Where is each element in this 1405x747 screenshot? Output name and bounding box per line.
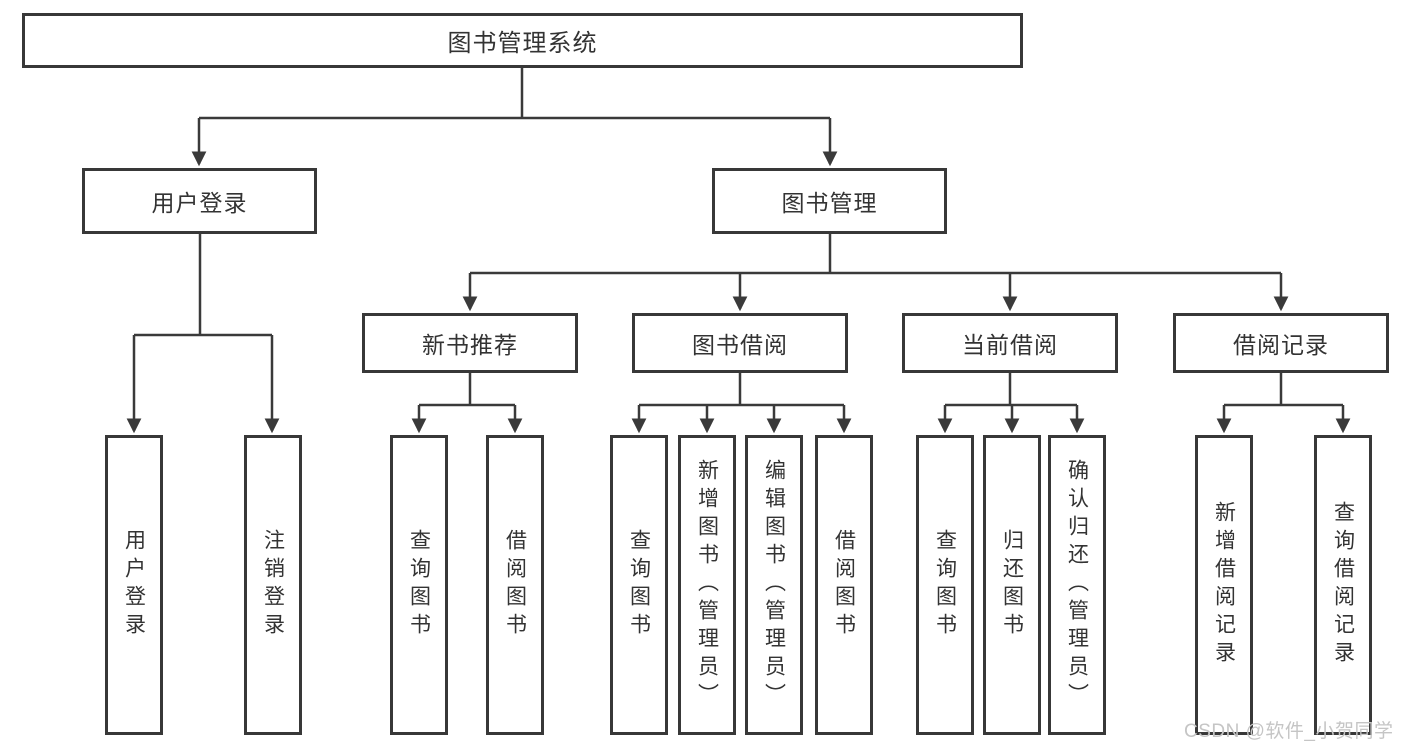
leaf-label: 新增图书（管理员）: [695, 459, 719, 711]
leaf-label: 借阅图书: [832, 529, 856, 641]
node-current-borrow: 当前借阅: [902, 313, 1118, 373]
leaf-query-books-current: 查询图书: [916, 435, 974, 735]
leaf-query-books-recommend: 查询图书: [390, 435, 448, 735]
leaf-edit-book-admin: 编辑图书（管理员）: [745, 435, 803, 735]
leaf-borrow-books-recommend: 借阅图书: [486, 435, 544, 735]
connector-current-borrow-children: [937, 373, 1085, 434]
connector-book-borrow-children: [631, 373, 852, 434]
node-new-book-recommend: 新书推荐: [362, 313, 578, 373]
leaf-label: 查询图书: [407, 529, 431, 641]
node-borrow-records: 借阅记录: [1173, 313, 1389, 373]
leaf-confirm-return-admin: 确认归还（管理员）: [1048, 435, 1106, 735]
leaf-add-book-admin: 新增图书（管理员）: [678, 435, 736, 735]
node-book-borrow: 图书借阅: [632, 313, 848, 373]
csdn-watermark: CSDN @软件_小贺同学: [1184, 721, 1394, 742]
leaf-label: 编辑图书（管理员）: [762, 459, 786, 711]
node-user-login: 用户登录: [82, 168, 317, 234]
node-book-management: 图书管理: [712, 168, 947, 234]
leaf-query-borrow-record: 查询借阅记录: [1314, 435, 1372, 735]
leaf-borrow-books: 借阅图书: [815, 435, 873, 735]
leaf-label: 确认归还（管理员）: [1065, 459, 1089, 711]
leaf-label: 查询借阅记录: [1331, 501, 1355, 669]
connector-borrow-records-children: [1216, 373, 1351, 434]
leaf-label: 归还图书: [1000, 529, 1024, 641]
leaf-label: 借阅图书: [503, 529, 527, 641]
leaf-add-borrow-record: 新增借阅记录: [1195, 435, 1253, 735]
leaf-query-books-borrow: 查询图书: [610, 435, 668, 735]
leaf-return-books: 归还图书: [983, 435, 1041, 735]
connector-root-to-level2: [191, 68, 838, 167]
connector-user-login-children: [126, 234, 280, 434]
leaf-label: 新增借阅记录: [1212, 501, 1236, 669]
connector-new-book-recommend-children: [411, 373, 523, 434]
node-root: 图书管理系统: [22, 13, 1023, 68]
leaf-logout: 注销登录: [244, 435, 302, 735]
leaf-label: 查询图书: [933, 529, 957, 641]
connector-book-management-children: [462, 234, 1289, 312]
leaf-label: 用户登录: [122, 529, 146, 641]
leaf-user-login: 用户登录: [105, 435, 163, 735]
leaf-label: 查询图书: [627, 529, 651, 641]
leaf-label: 注销登录: [261, 529, 285, 641]
